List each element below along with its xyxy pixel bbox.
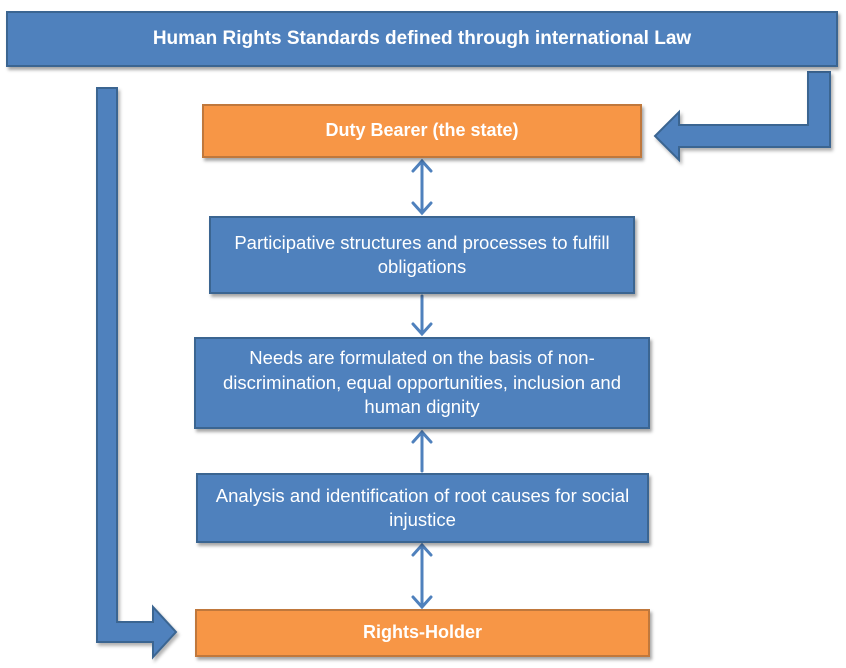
needs-formulated-box: Needs are formulated on the basis of non… (194, 337, 650, 429)
double-arrow-duty-participative (411, 158, 433, 216)
participative-structures-label: Participative structures and processes t… (234, 231, 610, 277)
duty-bearer-box: Duty Bearer (the state) (202, 104, 642, 158)
duty-bearer-label: Duty Bearer (the state) (325, 120, 519, 141)
international-law-label: Human Rights Standards defined through i… (152, 28, 692, 50)
left-bent-arrow (96, 87, 178, 660)
participative-structures-box: Participative structures and processes t… (209, 216, 635, 294)
arrow-analysis-needs (411, 429, 433, 473)
rights-holder-box: Rights-Holder (195, 609, 650, 657)
root-cause-analysis-label: Analysis and identification of root caus… (215, 484, 630, 530)
needs-formulated-label: Needs are formulated on the basis of non… (223, 347, 621, 418)
root-cause-analysis-box: Analysis and identification of root caus… (196, 473, 649, 543)
arrow-participative-needs (411, 294, 433, 337)
international-law-box: Human Rights Standards defined through i… (6, 11, 838, 67)
double-arrow-analysis-rights (411, 542, 433, 610)
right-bent-arrow (653, 71, 831, 163)
rights-holder-label: Rights-Holder (363, 622, 482, 643)
